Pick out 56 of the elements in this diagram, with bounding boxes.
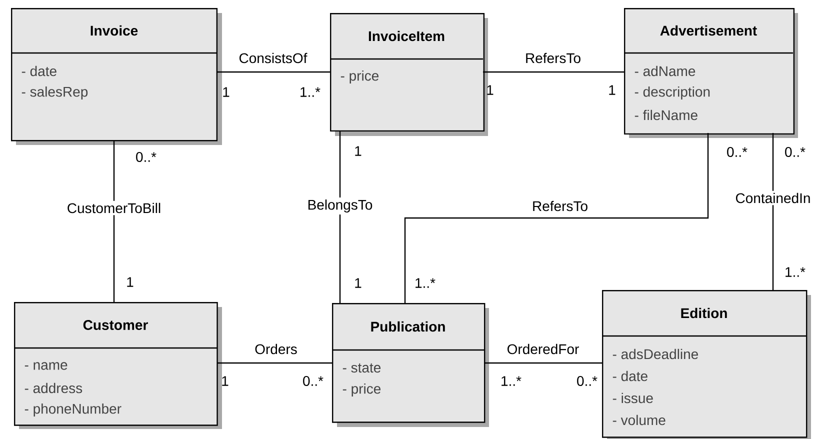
attribute: - date — [22, 66, 56, 76]
association-line — [772, 133, 774, 290]
attribute: - date — [612, 370, 648, 382]
class-name: Publication — [371, 321, 445, 332]
attribute: - description — [634, 86, 710, 100]
edge-label: CustomerToBill — [68, 202, 160, 214]
attribute: - volume — [612, 414, 666, 426]
attribute: - address — [24, 382, 82, 394]
class-box — [602, 290, 811, 439]
class-box — [332, 303, 489, 427]
multiplicity: 1..* — [416, 278, 436, 288]
class-name: InvoiceItem — [368, 30, 444, 42]
class-name: Edition — [681, 308, 727, 318]
multiplicity: 1 — [222, 376, 228, 386]
multiplicity: 1 — [127, 277, 134, 287]
attribute: - adsDeadline — [612, 348, 698, 360]
attribute: - adName — [634, 66, 696, 76]
multiplicity: 1..* — [300, 87, 320, 97]
attribute: - salesRep — [22, 86, 88, 100]
association-line — [217, 71, 330, 73]
association-line — [404, 133, 709, 303]
class-box — [11, 8, 222, 145]
attribute: - phoneNumber — [24, 403, 122, 417]
attribute: - fileName — [634, 110, 698, 120]
attribute: - issue — [612, 392, 653, 404]
attribute: - name — [24, 362, 68, 370]
association-line — [339, 131, 341, 303]
edge-label: ConsistsOf — [239, 52, 308, 64]
class-name: Invoice — [90, 25, 138, 36]
multiplicity: 1 — [609, 85, 616, 95]
edge-label: Orders — [255, 344, 297, 354]
edge-label: RefersTo — [533, 200, 588, 212]
attribute: - state — [342, 363, 381, 373]
association-line — [113, 140, 115, 302]
multiplicity: 0..* — [785, 147, 806, 157]
edge-label: RefersTo — [526, 52, 580, 64]
multiplicity: 0..* — [303, 376, 324, 386]
association-line — [483, 71, 624, 73]
class-box — [14, 302, 222, 429]
edge-label: BelongsTo — [308, 199, 372, 213]
edge-label: ContainedIn — [736, 192, 810, 204]
class-box — [330, 13, 488, 136]
association-line — [217, 362, 332, 364]
multiplicity: 1..* — [502, 376, 522, 386]
association-line — [484, 362, 602, 364]
multiplicity: 1 — [355, 278, 362, 288]
attribute: - price — [340, 70, 379, 84]
multiplicity: 1 — [487, 85, 494, 95]
class-name: Advertisement — [660, 25, 757, 36]
multiplicity: 1..* — [786, 267, 806, 277]
edge-label: OrderedFor — [508, 344, 579, 354]
class-box — [624, 8, 798, 138]
multiplicity: 0..* — [577, 376, 598, 386]
attribute: - price — [342, 383, 381, 397]
multiplicity: 0..* — [727, 147, 748, 157]
class-name: Customer — [83, 320, 148, 330]
